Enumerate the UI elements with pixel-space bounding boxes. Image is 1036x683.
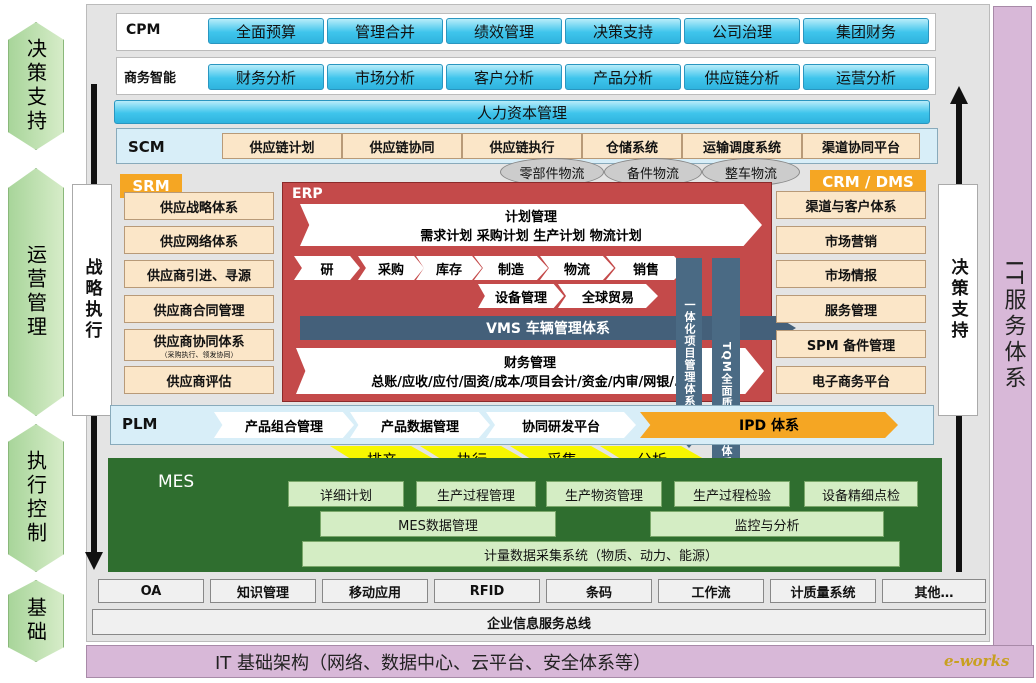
mes-item: 计量数据采集系统（物质、动力、能源） bbox=[302, 541, 900, 567]
plm-item: 产品数据管理 bbox=[350, 412, 490, 438]
bi-item: 财务分析 bbox=[208, 64, 324, 90]
cpm-item: 管理合并 bbox=[327, 18, 443, 44]
cpm-item: 决策支持 bbox=[565, 18, 681, 44]
base-item: 工作流 bbox=[658, 579, 764, 603]
mes-item: 生产物资管理 bbox=[546, 481, 662, 507]
strategy-column: 战略执行 bbox=[72, 184, 112, 416]
mes-item: 监控与分析 bbox=[650, 511, 884, 537]
scm-item: 运输调度系统 bbox=[682, 133, 802, 159]
mes-item: 生产过程检验 bbox=[674, 481, 790, 507]
left-label-foundation: 基础 bbox=[8, 580, 64, 662]
mes-item: MES数据管理 bbox=[320, 511, 556, 537]
bi-label: 商务智能 bbox=[124, 71, 177, 86]
cpm-item: 全面预算 bbox=[208, 18, 324, 44]
bi-item: 供应链分析 bbox=[684, 64, 800, 90]
left-label-execution: 执行控制 bbox=[8, 424, 64, 572]
base-item: OA bbox=[98, 579, 204, 603]
it-service-column: IT服务体系 bbox=[993, 6, 1032, 646]
mes-item: 详细计划 bbox=[288, 481, 404, 507]
crm-item: 服务管理 bbox=[776, 295, 926, 323]
crm-item: 市场营销 bbox=[776, 226, 926, 254]
base-item: RFID bbox=[434, 579, 540, 603]
decision-column: 决策支持 bbox=[938, 184, 978, 416]
cpm-label: CPM bbox=[126, 22, 161, 38]
crm-item: 市场情报 bbox=[776, 260, 926, 288]
cpm-item: 集团财务 bbox=[803, 18, 929, 44]
hr-bar: 人力资本管理 bbox=[114, 100, 930, 124]
plm-label: PLM bbox=[122, 415, 158, 433]
plm-item: 协同研发平台 bbox=[486, 412, 636, 438]
crm-item: SPM 备件管理 bbox=[776, 330, 926, 358]
erp-sub-item: 设备管理 bbox=[478, 284, 564, 308]
scm-item: 仓储系统 bbox=[582, 133, 682, 159]
cpm-item: 绩效管理 bbox=[446, 18, 562, 44]
scm-item: 渠道协同平台 bbox=[802, 133, 920, 159]
erp-chain-item: 制造 bbox=[474, 256, 548, 280]
srm-item: 供应商合同管理 bbox=[124, 295, 274, 323]
scm-label: SCM bbox=[128, 138, 165, 156]
scm-item: 供应链执行 bbox=[462, 133, 582, 159]
srm-item: 供应网络体系 bbox=[124, 226, 274, 254]
base-item: 计质量系统 bbox=[770, 579, 876, 603]
scm-item: 供应链计划 bbox=[222, 133, 342, 159]
plm-item: 产品组合管理 bbox=[214, 412, 354, 438]
erp-chain-item: 采购 bbox=[358, 256, 424, 280]
scm-item: 供应链协同 bbox=[342, 133, 462, 159]
base-item: 其他… bbox=[882, 579, 986, 603]
base-item: 知识管理 bbox=[210, 579, 316, 603]
erp-chain-item: 销售 bbox=[606, 256, 686, 280]
crm-item: 电子商务平台 bbox=[776, 366, 926, 394]
ipd-item: IPD 体系 bbox=[640, 412, 898, 438]
eworks-logo: e-works bbox=[944, 652, 1010, 670]
base-item: 条码 bbox=[546, 579, 652, 603]
erp-chain-item: 研 bbox=[294, 256, 360, 280]
mes-label: MES bbox=[158, 472, 195, 492]
erp-plan: 计划管理需求计划 采购计划 生产计划 物流计划 bbox=[300, 204, 762, 246]
scm-oval: 零部件物流 bbox=[500, 158, 604, 186]
it-service-label: IT服务体系 bbox=[1000, 260, 1026, 392]
left-label-decision: 决策支持 bbox=[8, 22, 64, 150]
infra-bar: IT 基础架构（网络、数据中心、云平台、安全体系等） bbox=[86, 645, 1034, 678]
scm-oval: 备件物流 bbox=[604, 158, 702, 186]
mes-item: 设备精细点检 bbox=[804, 481, 918, 507]
service-bus: 企业信息服务总线 bbox=[92, 609, 986, 635]
erp-sub-item: 全球贸易 bbox=[558, 284, 658, 308]
crm-label: CRM / DMS bbox=[810, 170, 926, 194]
srm-item: 供应战略体系 bbox=[124, 192, 274, 220]
erp-chain-item: 物流 bbox=[540, 256, 614, 280]
cpm-item: 公司治理 bbox=[684, 18, 800, 44]
erp-label: ERP bbox=[292, 186, 323, 202]
mes-item: 生产过程管理 bbox=[416, 481, 536, 507]
bi-item: 运营分析 bbox=[803, 64, 929, 90]
scm-oval: 整车物流 bbox=[702, 158, 800, 186]
srm-note: （采购执行、领发协同） bbox=[160, 351, 238, 359]
bi-item: 客户分析 bbox=[446, 64, 562, 90]
erp-chain-item: 库存 bbox=[416, 256, 482, 280]
srm-item: 供应商评估 bbox=[124, 366, 274, 394]
left-label-operation: 运营管理 bbox=[8, 168, 64, 416]
srm-item: 供应商协同体系 （采购执行、领发协同） bbox=[124, 329, 274, 361]
srm-item: 供应商引进、寻源 bbox=[124, 260, 274, 288]
crm-item: 渠道与客户体系 bbox=[776, 191, 926, 219]
base-item: 移动应用 bbox=[322, 579, 428, 603]
bi-item: 市场分析 bbox=[327, 64, 443, 90]
bi-item: 产品分析 bbox=[565, 64, 681, 90]
